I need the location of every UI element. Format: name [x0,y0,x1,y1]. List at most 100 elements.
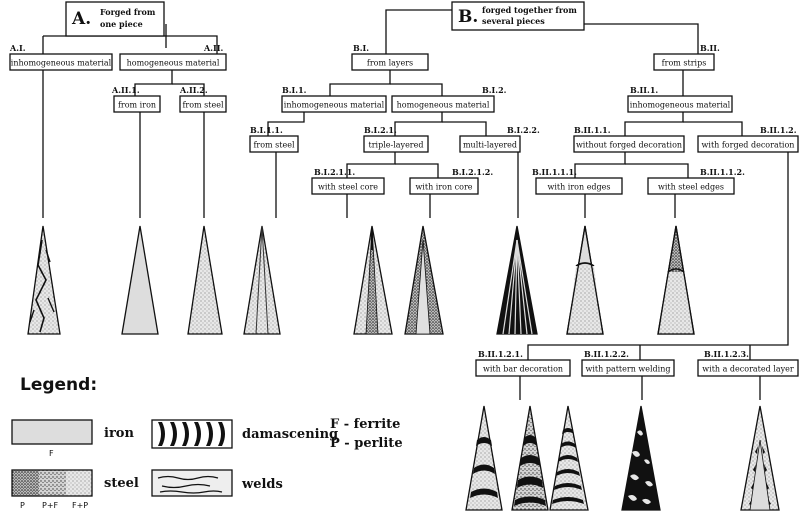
root-a-letter: A. [71,9,91,29]
legend-ferrite: F - ferrite [330,417,400,432]
legend-iron-swatch [11,419,93,445]
legend-perlite: P - perlite [330,436,403,451]
section-b2111 [566,225,604,335]
root-b-line2: several pieces [482,16,545,26]
node-code: B.I. [353,43,369,53]
node-label: multi-layered [463,141,517,150]
legend-steel-sub-fp: F+P [72,501,88,510]
legend-welds-swatch [151,469,233,497]
node-a1: inhomogeneous material A.I. [9,43,113,71]
node-box [653,53,715,71]
legend-steel-label: steel [104,476,139,491]
node-box [9,53,113,71]
node-b2111: with iron edges B.II.1.1.1. [532,167,623,195]
section-b2121-a [465,405,503,511]
node-code: B.I.2.1.1. [314,167,355,177]
node-code: B.II.1.2. [760,125,797,135]
node-b211: without forged decoration B.II.1.1. [573,125,685,153]
node-box [647,177,735,195]
section-a21 [121,225,159,335]
node-code: B.II.1.1.1. [532,167,577,177]
node-label: homogeneous material [127,59,220,68]
legend-steel-sub-pf: P+F [42,501,59,510]
node-box [363,135,429,153]
section-b122 [496,225,538,335]
node-a21: from iron A.II.1. [111,85,161,113]
legend-welds-label: welds [241,477,283,492]
node-label: from steel [253,141,295,150]
connector-lines [42,9,789,400]
node-box [535,177,623,195]
node-code: B.I.2. [482,85,507,95]
node-b2123: with a decorated layer B.II.1.2.3. [697,349,799,377]
node-b122: multi-layered B.I.2.2. [459,125,540,153]
node-code: B.II. [700,43,720,53]
root-a-line1: Forged from [100,7,156,17]
legend-steel-swatch [11,469,93,497]
node-code: B.II.1. [630,85,658,95]
node-code: B.I.1. [282,85,307,95]
legend: Legend: iron F steel P P+F F+P damasceni… [11,375,403,510]
node-code: A.II. [203,43,223,53]
node-label: with a decorated layer [702,365,794,374]
node-box [351,53,429,71]
node-code: B.II.1.2.2. [584,349,629,359]
node-b2: from strips B.II. [653,43,720,71]
node-box [119,53,227,71]
node-label: with steel core [318,183,378,192]
node-b212: with forged decoration B.II.1.2. [697,125,799,153]
section-a1 [27,225,61,335]
node-label: without forged decoration [576,141,682,150]
node-label: with forged decoration [702,141,795,150]
section-b2121-c [549,405,589,511]
legend-title: Legend: [20,375,97,395]
section-b111 [243,225,281,335]
node-box [581,359,675,377]
node-code: B.I.2.2. [507,125,540,135]
section-b2121-b [511,405,549,511]
node-b111: from steel B.I.1.1. [249,125,299,153]
node-code: A.II.2. [179,85,208,95]
node-code: B.I.2.1. [364,125,397,135]
node-label: inhomogeneous material [284,101,385,110]
legend-damascening-label: damascening [242,427,338,442]
node-label: with iron edges [547,183,610,192]
node-label: from strips [662,59,707,68]
node-label: with steel edges [658,183,724,192]
section-a22 [187,225,223,335]
node-code: B.II.1.2.3. [704,349,749,359]
legend-iron-label: iron [104,426,134,441]
root-a-box: A. Forged from one piece [65,1,165,37]
node-code: B.I.2.1.2. [452,167,493,177]
node-a2: homogeneous material A.II. [119,43,227,71]
node-code: A.II.1. [111,85,140,95]
node-box [311,177,385,195]
node-box [627,95,733,113]
node-b11: inhomogeneous material B.I.1. [281,85,387,113]
node-label: with pattern welding [586,365,671,374]
node-code: B.II.1.1. [574,125,611,135]
blade-cross-sections [27,225,780,511]
root-b-box: B. forged together from several pieces [451,1,585,31]
node-code: B.I.1.1. [250,125,283,135]
section-b2123 [740,405,780,511]
node-code: A.I. [9,43,26,53]
node-box [475,359,571,377]
node-label: from iron [118,101,156,110]
legend-iron-sub: F [49,449,54,458]
node-b1211: with steel core B.I.2.1.1. [311,167,385,195]
root-a-line2: one piece [100,19,143,29]
node-code: B.II.1.2.1. [478,349,523,359]
node-box [281,95,387,113]
node-box [113,95,161,113]
node-label: inhomogeneous material [11,59,112,68]
legend-steel-sub-p: P [20,501,25,510]
